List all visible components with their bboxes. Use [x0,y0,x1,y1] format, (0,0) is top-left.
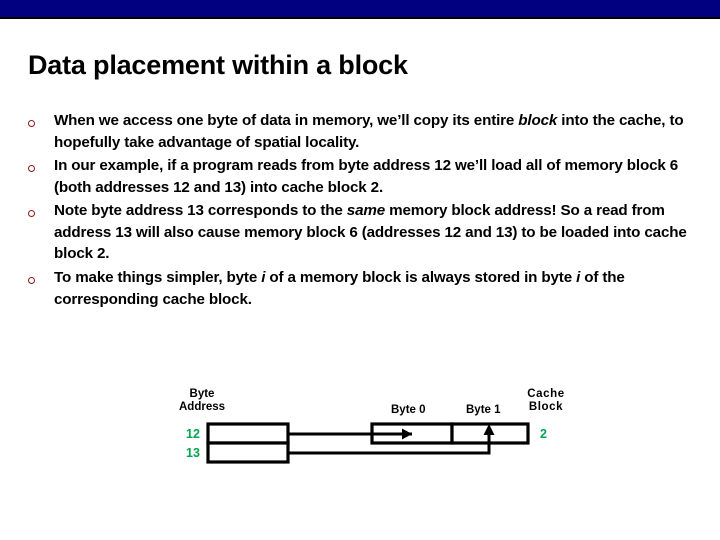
bullet-4-seg-3-italic: i [576,269,581,287]
diagram-shapes [206,422,530,464]
bullet-1-seg-1-italic: block [518,112,558,129]
arrow-12-to-byte0 [288,428,412,440]
bullet-circle-icon [28,110,54,129]
bullet-1-seg-0: When we access one byte of data in memor… [54,112,519,129]
memory-cell-12 [206,422,290,445]
cache-cell-0-label: Byte 0 [391,404,426,416]
list-item: To make things simpler, byte i of a memo… [28,267,688,310]
bullet-text-2: In our example, if a program reads from … [54,155,688,198]
bullet-text-4: To make things simpler, byte i of a memo… [54,267,688,310]
bullet-3-seg-0: Note byte address 13 corresponds to the [54,202,347,220]
cache-cell-1-label: Byte 1 [466,404,501,416]
cache-block-number: 2 [540,427,547,441]
memory-to-cache-diagram: Byte Address Byte 0 Byte 1 Cache Block 1… [0,378,720,488]
bullet-text-3: Note byte address 13 corresponds to the … [54,200,688,265]
byte-address-label-line1: Byte [189,388,215,400]
bullet-list: When we access one byte of data in memor… [28,110,688,312]
bullet-4-seg-4: of the corresponding cache block. [54,269,625,308]
bullet-circle-icon [28,200,54,219]
bullet-circle-icon [28,267,54,286]
memory-cell-13 [206,441,290,464]
bullet-text-1: When we access one byte of data in memor… [54,110,688,153]
byte-address-label: Byte Address [167,388,237,414]
page-title: Data placement within a block [28,50,408,80]
bullet-3-seg-1-italic: same [346,202,386,220]
bullet-4-seg-1-italic: i [261,269,266,287]
bullet-3-seg-2: memory block address! So a read from add… [54,202,687,263]
byte-address-label-line2: Address [178,401,226,413]
memory-address-13: 13 [186,446,200,460]
bullet-4-seg-0: To make things simpler, byte [54,269,262,287]
arrow-13-to-byte1 [288,424,495,455]
cache-block-label: Cache Block [518,388,574,414]
list-item: Note byte address 13 corresponds to the … [28,200,688,265]
cache-block-label-line2: Block [528,401,564,413]
memory-address-12: 12 [186,427,200,441]
bullet-circle-icon [28,155,54,174]
list-item: In our example, if a program reads from … [28,155,688,198]
list-item: When we access one byte of data in memor… [28,110,688,153]
bullet-4-seg-2: of a memory block is always stored in by… [265,269,577,287]
bullet-2-seg-0: In our example, if a program reads from … [54,157,679,196]
top-banner [0,0,720,19]
cache-block-label-line1: Cache [527,388,565,400]
bullet-1-seg-2: into the cache, to hopefully take advant… [54,112,684,151]
